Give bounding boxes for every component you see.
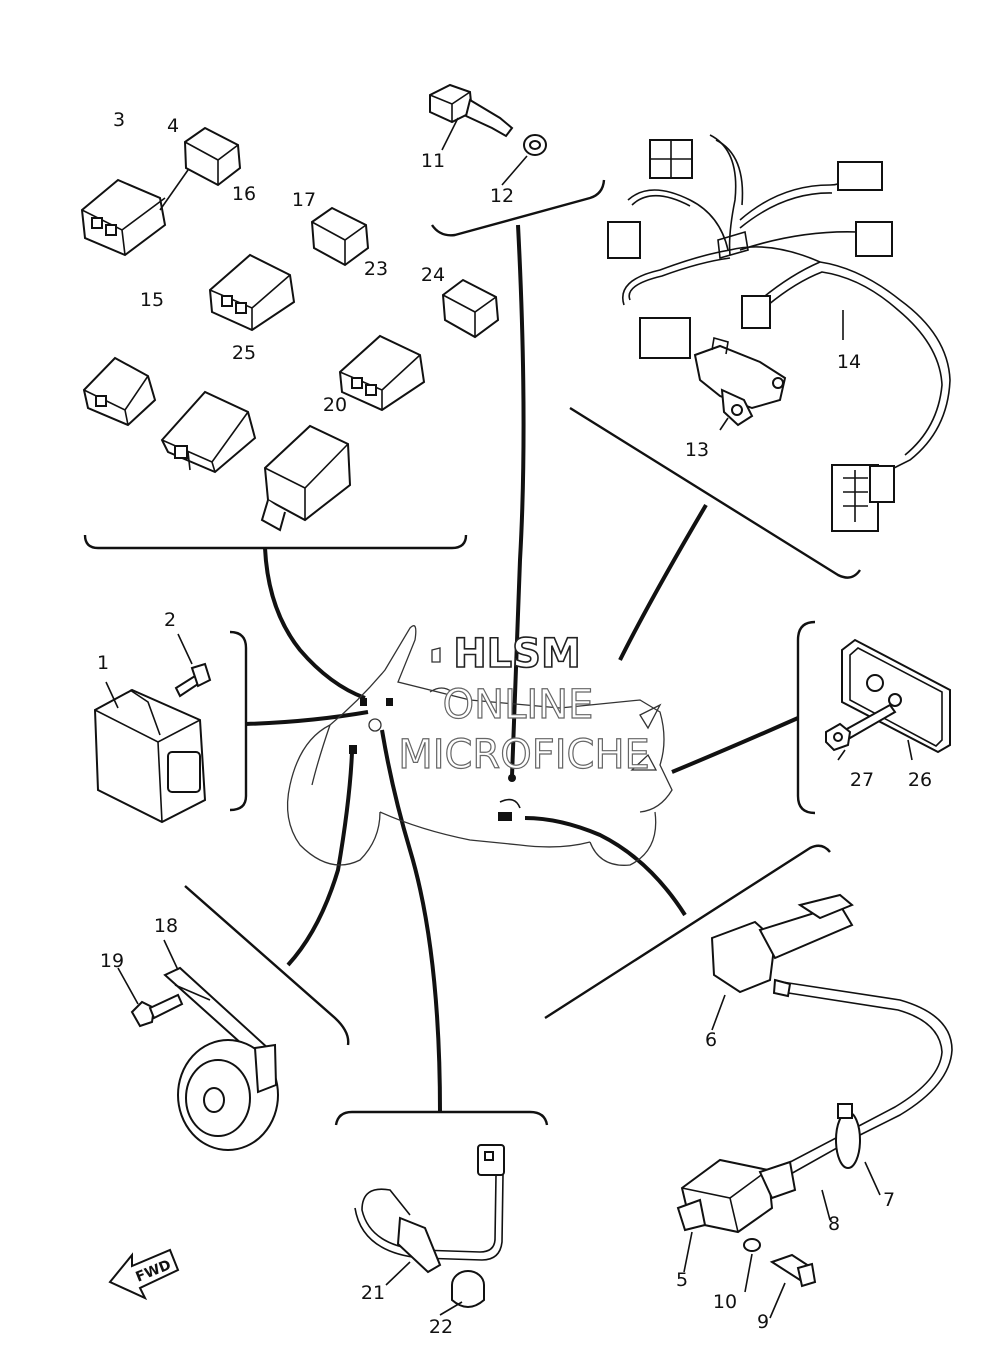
washer-12-drawing [523,134,547,156]
leader-sensor [510,224,526,777]
ecu-group-bracket [229,630,248,812]
part-number-11: 11 [421,150,445,172]
part-number-16: 16 [232,183,256,205]
ignition-group-bracket [544,844,831,1020]
part-number-20: 20 [323,394,347,416]
leader-horn [286,751,354,967]
spacer-22-drawing [451,1270,485,1308]
part-number-9: 9 [757,1311,769,1333]
relay-20-drawing [260,424,352,532]
connectors-group-bracket [83,534,468,550]
lead-cable-8-drawing [772,978,953,1181]
bolt-19-drawing [130,993,184,1028]
leader-reflector [671,716,799,774]
part-number-22: 22 [429,1316,453,1338]
ecu-1-drawing [93,688,207,824]
part-number-25: 25 [232,342,256,364]
wire-harness-14-drawing [607,134,951,532]
coupler-17-drawing [310,206,370,267]
part-number-18: 18 [154,915,178,937]
part-number-23: 23 [364,258,388,280]
horn-18-drawing [177,1039,279,1151]
bolt-2-drawing [174,662,212,698]
part-number-14: 14 [837,351,861,373]
horn-group-bracket [184,885,350,1046]
part-number-1: 1 [97,652,109,674]
sensor-group-bracket [431,179,606,237]
reflector-26-drawing [841,638,951,754]
leader-connectors [263,547,366,700]
lead-wire-21-drawing [354,1144,505,1274]
coupler-3-drawing [80,169,189,257]
leader-lead [380,729,442,1113]
part-number-7: 7 [883,1189,895,1211]
washer-10-drawing [743,1238,761,1252]
part-number-2: 2 [164,609,176,631]
coupler-24-drawing [441,278,500,339]
watermark-line1: HLSM [453,631,581,677]
part-number-19: 19 [100,950,124,972]
ignition-coil-5-drawing [676,1158,797,1234]
coupler-25-drawing [160,390,257,474]
part-number-6: 6 [705,1029,717,1051]
coupler-4-drawing [183,126,242,187]
part-number-13: 13 [685,439,709,461]
coupler-15-drawing [82,356,157,427]
part-number-24: 24 [421,264,445,286]
coupler-23-drawing [338,334,426,412]
part-number-26: 26 [908,769,932,791]
sensor-13-drawing [693,336,787,427]
part-number-4: 4 [167,115,179,137]
watermark-line3: MICROFICHE [398,732,650,778]
plug-cap-6-drawing [710,893,854,994]
part-number-3: 3 [113,109,125,131]
part-number-10: 10 [713,1291,737,1313]
part-number-17: 17 [292,189,316,211]
fwd-arrow: FWD [108,1248,180,1301]
motorcycle-outline [286,625,673,866]
leader-harness [618,503,708,661]
leader-ignition [524,816,687,917]
part-number-5: 5 [676,1269,688,1291]
sensor-11-drawing [429,83,514,138]
reflector-group-bracket [796,620,816,815]
part-number-15: 15 [140,289,164,311]
nut-27-drawing [825,722,852,752]
part-number-8: 8 [828,1213,840,1235]
bolt-9-drawing [769,1253,817,1288]
leader-ecu [245,710,369,726]
part-number-21: 21 [361,1282,385,1304]
grommet-7-drawing [835,1103,861,1169]
part-number-27: 27 [850,769,874,791]
part-number-12: 12 [490,185,514,207]
watermark-line2: ONLINE [443,682,594,728]
harness-group-bracket [569,406,861,579]
coupler-16-drawing [208,253,296,332]
lead-group-bracket [334,1110,549,1126]
